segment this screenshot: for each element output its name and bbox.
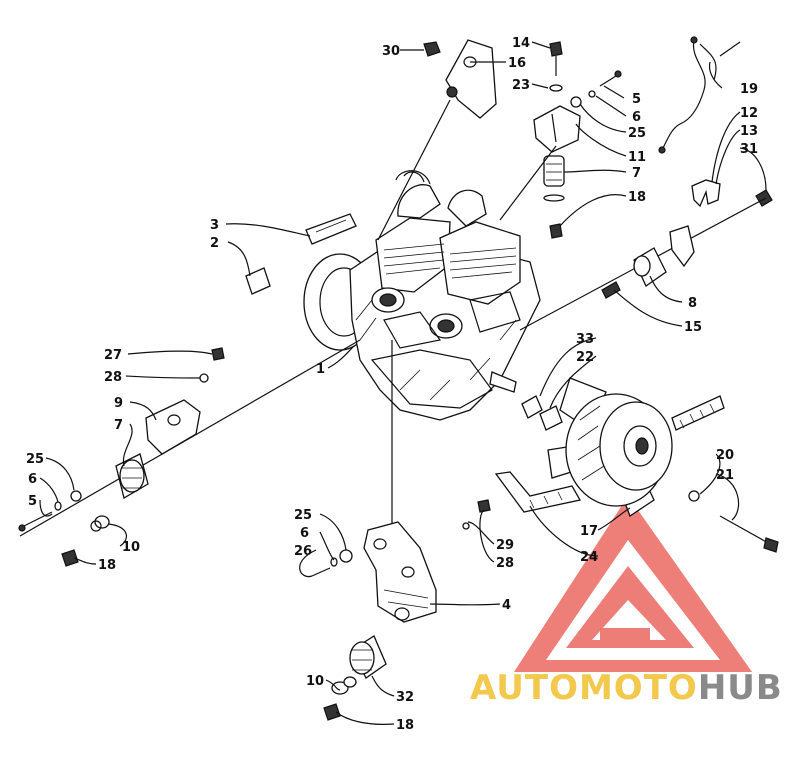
callout-19: 19 [740,82,758,97]
callout-30: 30 [382,44,400,59]
callout-3: 3 [210,218,219,233]
callout-28b: 28 [496,556,514,571]
callout-25: 25 [628,126,646,141]
callout-10b: 10 [306,674,324,689]
callout-23: 23 [512,78,530,93]
callout-6: 6 [632,110,641,125]
callout-27: 27 [104,348,122,363]
callout-18: 18 [628,190,646,205]
callout-5b: 5 [28,494,37,509]
callout-24: 24 [580,550,598,565]
callout-25b: 25 [26,452,44,467]
callout-18c: 18 [396,718,414,733]
callout-11: 11 [628,150,646,165]
callout-10: 10 [122,540,140,555]
callout-6b: 6 [28,472,37,487]
watermark-logo [514,496,752,672]
callout-31: 31 [740,142,758,157]
callout-26: 26 [294,544,312,559]
callout-labels: 30 16 14 23 5 6 25 11 7 18 19 12 13 31 3… [26,36,758,733]
left-mount-parts [18,213,361,567]
callout-15: 15 [684,320,702,335]
callout-9: 9 [114,396,123,411]
callout-7: 7 [632,166,641,181]
callout-leaders [39,41,767,725]
callout-4: 4 [502,598,511,613]
bottom-mount-parts [311,340,491,721]
watermark-text-part2: HUB [697,668,783,708]
callout-33: 33 [576,332,594,347]
drive-clutch-assembly [494,377,779,553]
callout-20: 20 [716,448,734,463]
callout-16: 16 [508,56,526,71]
callout-32: 32 [396,690,414,705]
callout-18b: 18 [98,558,116,573]
callout-29: 29 [496,538,514,553]
callout-5: 5 [632,92,641,107]
engine-assembly [303,170,541,421]
callout-14: 14 [512,36,530,51]
callout-1: 1 [316,362,325,377]
wire-harness-parts [519,36,773,331]
callout-12: 12 [740,106,758,121]
callout-17: 17 [580,524,598,539]
callout-21: 21 [716,468,734,483]
callout-6c: 6 [300,526,309,541]
top-mount-parts [377,39,622,241]
callout-7b: 7 [114,418,123,433]
callout-13: 13 [740,124,758,139]
callout-8: 8 [688,296,697,311]
watermark-text: AUTOMOTOHUB [470,668,783,708]
callout-25c: 25 [294,508,312,523]
callout-22: 22 [576,350,594,365]
watermark-text-part1: AUTOMOTO [470,668,698,708]
callout-2: 2 [210,236,219,251]
callout-28: 28 [104,370,122,385]
